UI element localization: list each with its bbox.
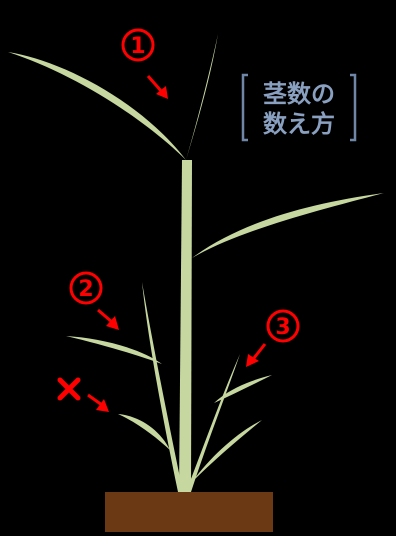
pot	[105, 492, 273, 532]
marker-2-number: 2	[78, 277, 93, 302]
marker-1-number: 1	[130, 34, 145, 59]
marker-3-number: 3	[275, 315, 290, 340]
title-line-1: 茎数の	[263, 80, 335, 108]
title-line-2: 数え方	[263, 110, 335, 138]
